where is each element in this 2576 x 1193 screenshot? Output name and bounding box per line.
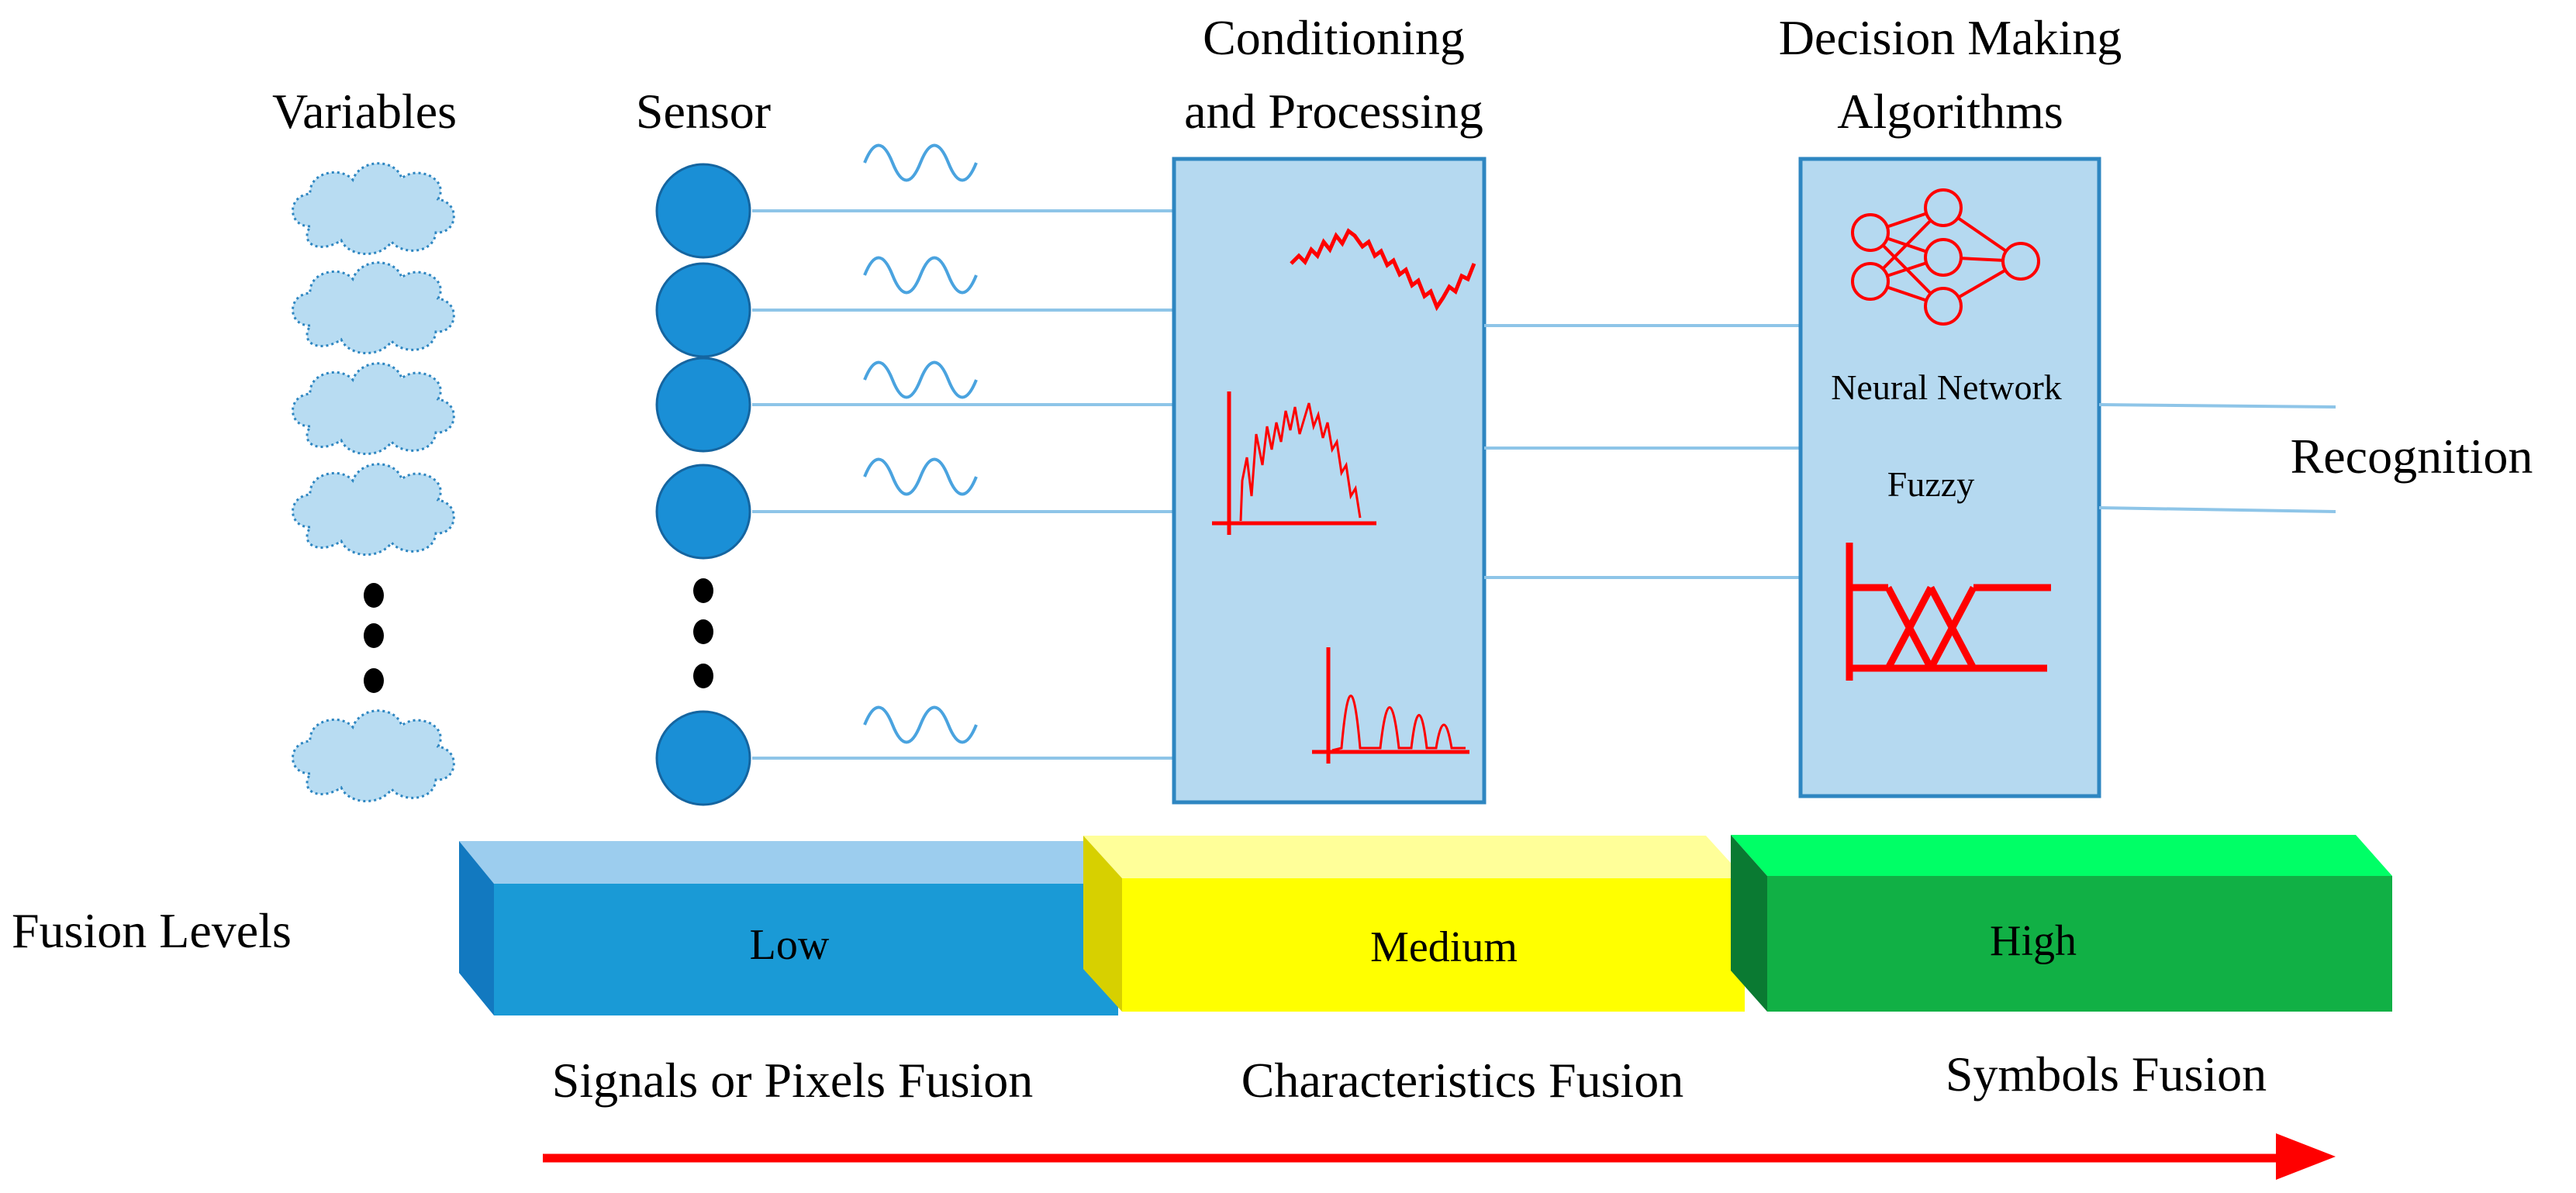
sensor-ellipsis-dots bbox=[693, 578, 713, 688]
cloud-icon bbox=[292, 162, 455, 256]
neural-network-icon bbox=[1851, 188, 2040, 326]
sensor-signal-lines bbox=[752, 209, 1174, 760]
fusion-levels-label: Fusion Levels bbox=[12, 903, 292, 958]
decision-header-line2: Algorithms bbox=[1837, 84, 2063, 139]
peaks-chart-icon bbox=[1312, 647, 1469, 764]
level-low-label: Low bbox=[750, 921, 830, 969]
cloud-icon bbox=[292, 463, 455, 557]
noisy-signal-chart-icon bbox=[1212, 391, 1376, 535]
cloud-icon bbox=[292, 709, 455, 803]
sensor-icon bbox=[655, 163, 751, 259]
symbols-fusion-label: Symbols Fusion bbox=[1946, 1046, 2267, 1102]
wave-icon bbox=[863, 143, 978, 182]
level-medium-label: Medium bbox=[1370, 923, 1518, 971]
decision-header-line1: Decision Making bbox=[1779, 10, 2122, 65]
cloud-icon bbox=[292, 261, 455, 355]
neural-network-label: Neural Network bbox=[1831, 367, 2062, 407]
signal-wave-icons bbox=[863, 143, 978, 744]
variable-clouds bbox=[292, 162, 455, 803]
fusion-level-low: Low bbox=[459, 841, 1118, 1015]
level-high-label: High bbox=[1990, 917, 2077, 965]
variables-header: Variables bbox=[272, 84, 457, 139]
wave-icon bbox=[863, 457, 978, 496]
sensor-icon bbox=[655, 464, 751, 560]
fuzzy-membership-icon bbox=[1846, 543, 2051, 681]
conditioning-header-line2: and Processing bbox=[1184, 84, 1483, 139]
progression-arrow bbox=[543, 1133, 2336, 1180]
sensor-icon bbox=[655, 262, 751, 358]
feature-lines bbox=[1484, 324, 1801, 579]
signals-fusion-label: Signals or Pixels Fusion bbox=[552, 1053, 1034, 1108]
sensor-header: Sensor bbox=[636, 84, 771, 139]
fuzzy-label: Fuzzy bbox=[1887, 464, 1974, 504]
recognition-label: Recognition bbox=[2291, 429, 2533, 484]
sensor-icon bbox=[655, 710, 751, 806]
wave-icon bbox=[863, 705, 978, 744]
fusion-level-high: High bbox=[1731, 835, 2392, 1012]
conditioning-header-line1: Conditioning bbox=[1203, 10, 1465, 65]
output-lines bbox=[2098, 403, 2336, 513]
sensor-icon bbox=[655, 357, 751, 453]
triangle-wave-icon bbox=[1290, 228, 1476, 312]
sensor-circles bbox=[655, 163, 751, 806]
characteristics-fusion-label: Characteristics Fusion bbox=[1241, 1053, 1684, 1108]
wave-icon bbox=[863, 256, 978, 295]
wave-icon bbox=[863, 360, 978, 399]
variables-ellipsis-dots bbox=[364, 583, 384, 693]
cloud-icon bbox=[292, 362, 455, 456]
fusion-level-medium: Medium bbox=[1083, 836, 1745, 1012]
